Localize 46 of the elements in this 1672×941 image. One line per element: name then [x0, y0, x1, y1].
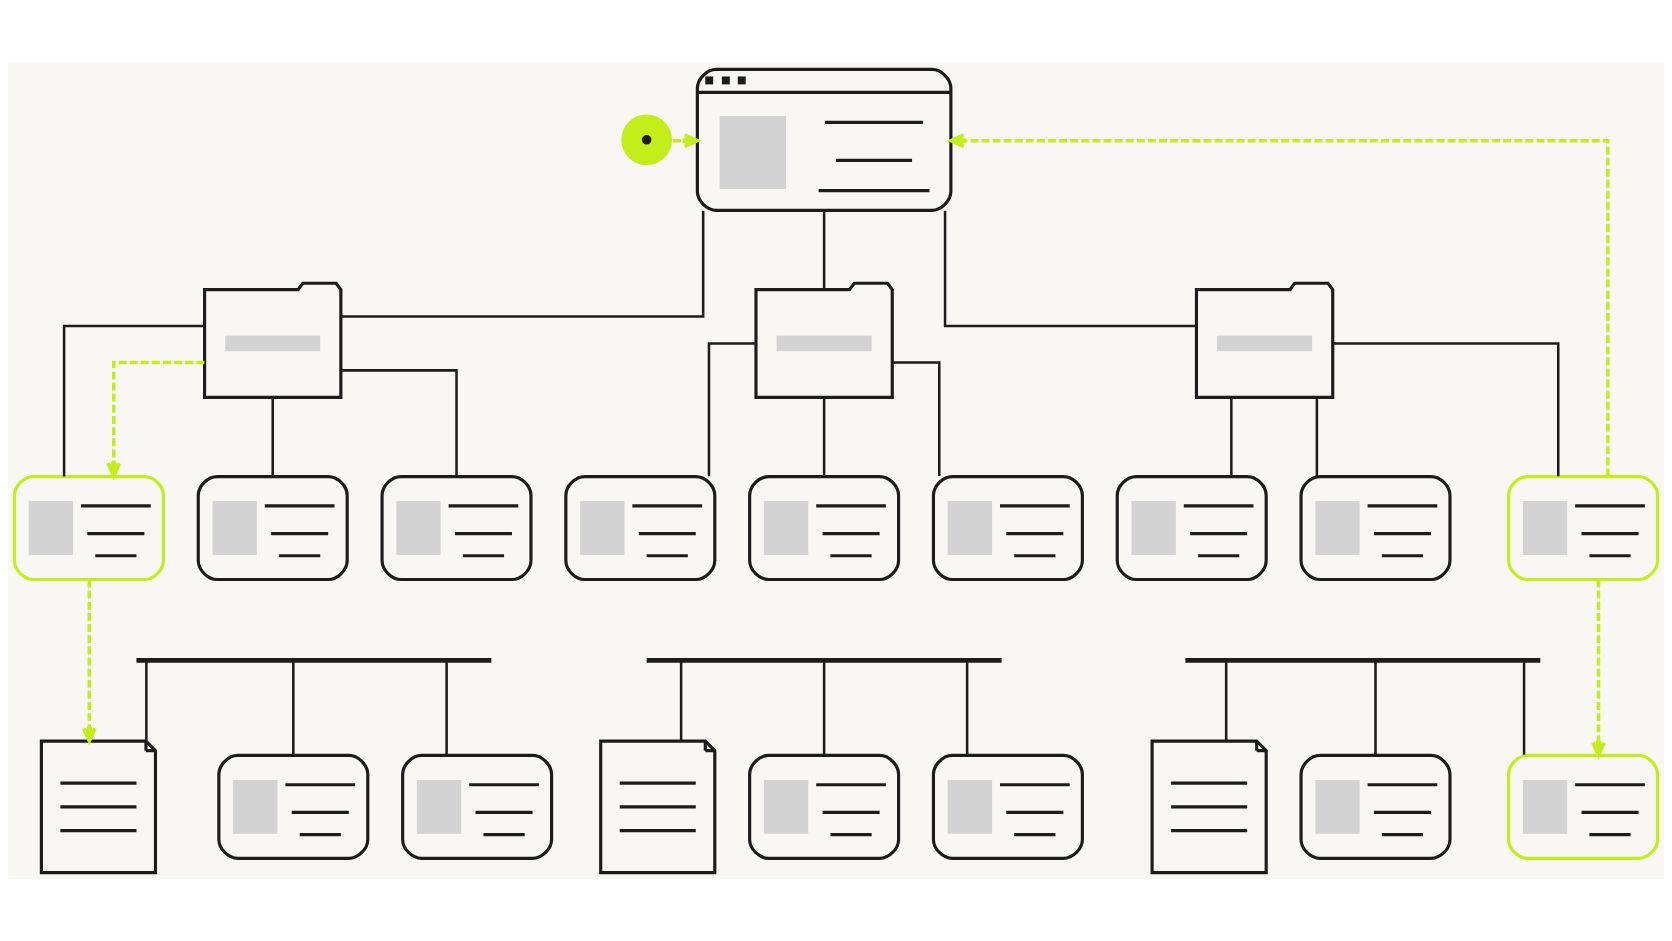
connector	[445, 661, 448, 755]
arrow	[106, 360, 205, 478]
node-card	[1507, 753, 1660, 860]
node-card	[1507, 474, 1660, 581]
connector	[1224, 661, 1228, 741]
arrow	[949, 132, 1610, 476]
node-card	[931, 474, 1084, 581]
node-folder	[1194, 281, 1335, 399]
node-card	[217, 753, 370, 860]
arrow	[1591, 579, 1606, 757]
connector	[341, 368, 458, 476]
node-bar	[136, 657, 492, 663]
connector	[271, 396, 274, 476]
connector	[707, 341, 756, 476]
connector	[965, 661, 969, 755]
node-card	[1299, 474, 1452, 581]
node-folder	[203, 281, 343, 399]
connector	[943, 210, 1197, 327]
connector	[822, 210, 826, 289]
node-circle	[621, 114, 672, 165]
connector	[892, 360, 941, 476]
node-card	[401, 753, 554, 860]
connector	[340, 210, 705, 318]
connector	[1230, 396, 1233, 476]
connector	[1333, 341, 1560, 476]
node-folder	[754, 281, 894, 399]
node-card	[380, 474, 533, 581]
node-card	[12, 474, 165, 581]
node-card	[1299, 753, 1452, 860]
arrow	[81, 579, 97, 743]
connector	[1315, 396, 1319, 476]
node-card	[748, 474, 901, 581]
connector	[822, 396, 826, 476]
node-card	[196, 474, 349, 581]
connector	[822, 661, 826, 755]
node-bar	[646, 657, 1002, 663]
node-bar	[1185, 657, 1541, 663]
connector	[679, 661, 683, 741]
connector	[1522, 661, 1526, 755]
connector	[145, 661, 148, 741]
node-card	[1115, 474, 1268, 581]
connector	[292, 661, 295, 755]
node-card	[748, 753, 901, 860]
node-card	[564, 474, 717, 581]
node-card	[931, 753, 1084, 860]
connector	[1374, 661, 1377, 755]
